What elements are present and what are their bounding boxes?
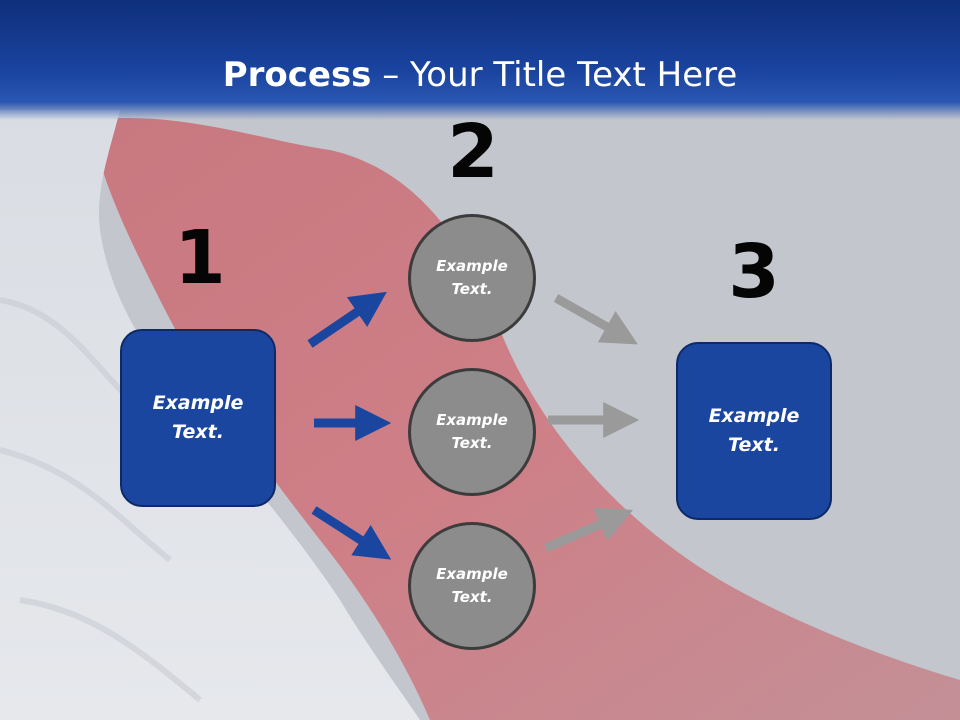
header-bar xyxy=(0,0,960,120)
left-box-label: Example Text. xyxy=(152,392,244,443)
circle-top: Example Text. xyxy=(408,214,536,342)
right-box: Example Text. xyxy=(676,342,832,520)
arrow-top-to-right xyxy=(553,294,638,345)
slide-title: Process – Your Title Text Here xyxy=(0,52,960,98)
circle-middle-label: Example Text. xyxy=(436,411,508,452)
step-number-1: 1 xyxy=(174,215,226,301)
step-number-2: 2 xyxy=(447,109,499,195)
circle-bottom-label: Example Text. xyxy=(436,565,508,606)
title-rest: – Your Title Text Here xyxy=(371,55,738,95)
title-bold: Process xyxy=(222,55,372,95)
arrow-bottom-to-right xyxy=(544,507,634,553)
circle-bottom: Example Text. xyxy=(408,522,536,650)
left-box: Example Text. xyxy=(120,329,276,507)
right-box-label: Example Text. xyxy=(708,405,800,456)
step-number-3: 3 xyxy=(728,229,780,315)
arrow-left-to-bottom xyxy=(311,506,392,560)
arrow-left-to-top xyxy=(307,291,387,348)
circle-middle: Example Text. xyxy=(408,368,536,496)
circle-top-label: Example Text. xyxy=(436,257,508,298)
